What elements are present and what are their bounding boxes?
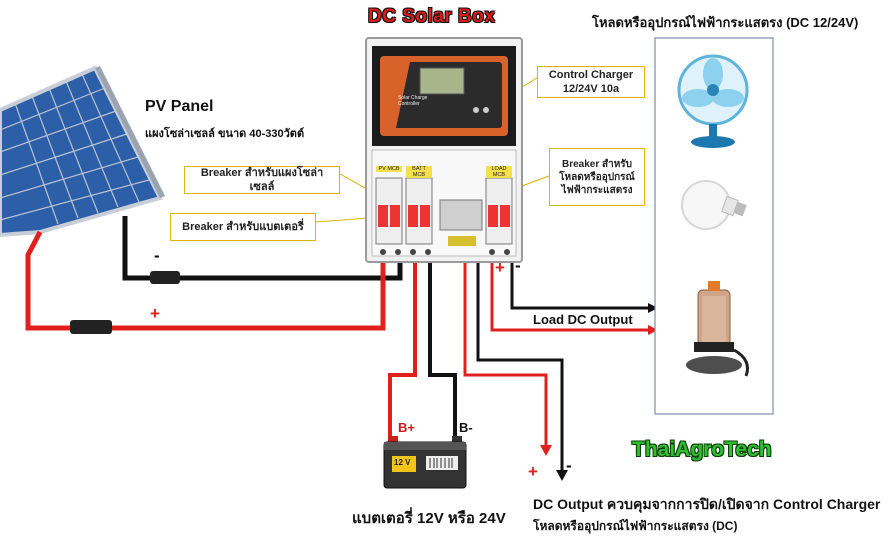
load-plus-sign: +	[495, 258, 505, 277]
light-bulb-icon	[681, 180, 747, 230]
loads-header: โหลดหรืออุปกรณ์ไฟฟ้ากระแสตรง (DC 12/24V)	[592, 15, 859, 30]
breaker-pv-callout: Breaker สำหรับแผงโซล่าเซลล์	[184, 166, 340, 194]
brand-logo: ThaiAgroTech	[632, 438, 772, 461]
battery-positive-label: B+	[398, 420, 415, 435]
dc-out-minus-sign: -	[566, 456, 572, 475]
battery-voltage-tag: 12 V	[394, 458, 411, 467]
box-title: DC Solar Box	[368, 6, 496, 27]
solar-panel-graphic	[0, 65, 165, 238]
dc-output-subcaption: โหลดหรืออุปกรณ์ไฟฟ้ากระแสตรง (DC)	[533, 519, 738, 533]
load-positive-wire	[490, 258, 648, 332]
charger-callout: Control Charger 12/24V 10a	[537, 66, 645, 98]
pump-icon	[686, 281, 749, 377]
pv-minus-sign: -	[154, 246, 160, 265]
dc-out-plus-sign: +	[528, 462, 538, 481]
battery-graphic	[383, 436, 467, 489]
dc-output-caption: DC Output ควบคุมจากการปิด/เปิดจาก Contro…	[533, 496, 881, 512]
load-negative-wire	[510, 258, 648, 310]
pv-plus-sign: +	[150, 304, 160, 323]
pv-panel-subtitle: แผงโซล่าเซลล์ ขนาด 40-330วัตต์	[145, 128, 305, 140]
battery-caption: แบตเตอรี่ 12V หรือ 24V	[352, 510, 506, 527]
breaker-load-callout: Breaker สำหรับ โหลดหรืออุปกรณ์ ไฟฟ้ากระแ…	[549, 148, 645, 206]
load-dc-output-label: Load DC Output	[533, 312, 633, 327]
pv-mcb-tag: PV MCB	[376, 166, 402, 172]
fan-icon	[677, 54, 749, 148]
breaker-load-text: Breaker สำหรับ โหลดหรืออุปกรณ์ ไฟฟ้ากระแ…	[559, 158, 635, 196]
batt-mcb-tag: BATT MCB	[406, 166, 432, 178]
battery-negative-wire	[428, 248, 457, 438]
load-mcb-tag: LOAD MCB	[486, 166, 512, 178]
solar-box-enclosure	[365, 37, 523, 263]
load-minus-sign: -	[515, 256, 521, 275]
breaker-battery-callout: Breaker สำหรับแบตเตอรี่	[170, 213, 316, 241]
dc-out-positive-wire	[463, 248, 548, 445]
pv-positive-wire	[25, 230, 386, 331]
breaker-pv-text: Breaker สำหรับแผงโซล่าเซลล์	[200, 166, 324, 193]
pv-panel-title: PV Panel	[145, 98, 214, 115]
dc-out-negative-wire	[476, 248, 564, 470]
charger-callout-text: Control Charger 12/24V 10a	[548, 68, 634, 95]
breaker-battery-text: Breaker สำหรับแบตเตอรี่	[182, 220, 304, 233]
battery-positive-wire	[388, 248, 417, 438]
controller-brand-text: Solar Charge Controller	[398, 95, 428, 107]
battery-negative-label: B-	[459, 420, 473, 435]
